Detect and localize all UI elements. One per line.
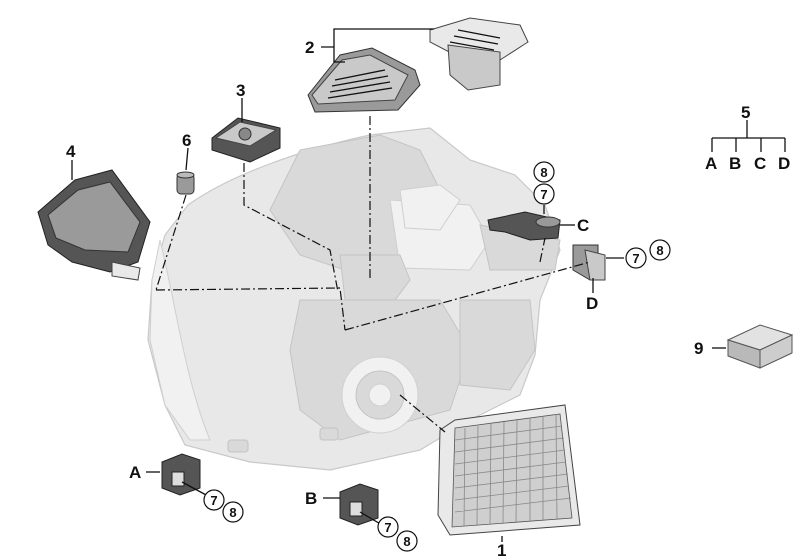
callout-c-7: 7 xyxy=(533,183,555,205)
part-2-cover-right xyxy=(429,17,529,91)
svg-text:8: 8 xyxy=(229,505,236,520)
callout-b-7: 7 xyxy=(377,516,399,538)
svg-text:8: 8 xyxy=(656,243,663,258)
svg-text:8: 8 xyxy=(540,165,547,180)
headlight-housing xyxy=(147,127,561,471)
connector-b xyxy=(339,483,379,526)
part-1-control-unit xyxy=(437,404,581,536)
svg-text:7: 7 xyxy=(632,251,639,266)
circled-callouts: 8 7 7 8 7 8 7 8 xyxy=(203,161,671,552)
label-a: A xyxy=(129,463,141,482)
part-c-clip xyxy=(487,211,561,241)
part-9-box xyxy=(726,324,794,369)
label-c: C xyxy=(577,216,589,235)
label-5-c: C xyxy=(754,154,766,173)
label-b: B xyxy=(305,489,317,508)
leader-lines xyxy=(71,28,786,542)
labels: 2 3 4 6 5 A B C D C D 9 A B 1 xyxy=(66,38,790,560)
label-5-b: B xyxy=(729,154,741,173)
dash-guides xyxy=(155,116,591,433)
label-5-a: A xyxy=(705,154,717,173)
svg-text:7: 7 xyxy=(210,493,217,508)
callout-d-8: 8 xyxy=(649,239,671,261)
label-part-2: 2 xyxy=(305,38,314,57)
part-2-cover-left xyxy=(307,47,421,113)
label-part-6: 6 xyxy=(182,131,191,150)
label-5-d: D xyxy=(778,154,790,173)
part-3-fan-module xyxy=(211,117,281,163)
part-6-cap xyxy=(176,171,195,195)
svg-text:7: 7 xyxy=(384,520,391,535)
connector-a xyxy=(161,453,201,496)
callout-c-8: 8 xyxy=(533,161,555,183)
label-part-1: 1 xyxy=(497,541,506,560)
label-part-9: 9 xyxy=(694,339,703,358)
label-part-5: 5 xyxy=(741,103,750,122)
part-d-bracket xyxy=(572,244,606,281)
svg-text:7: 7 xyxy=(540,187,547,202)
label-part-3: 3 xyxy=(236,81,245,100)
callout-b-8: 8 xyxy=(396,530,418,552)
label-d: D xyxy=(586,294,598,313)
callout-a-8: 8 xyxy=(222,501,244,523)
callout-a-7: 7 xyxy=(203,489,225,511)
label-part-4: 4 xyxy=(66,142,76,161)
callout-d-7: 7 xyxy=(625,247,647,269)
part-4-bracket xyxy=(37,169,151,281)
svg-text:8: 8 xyxy=(403,534,410,549)
